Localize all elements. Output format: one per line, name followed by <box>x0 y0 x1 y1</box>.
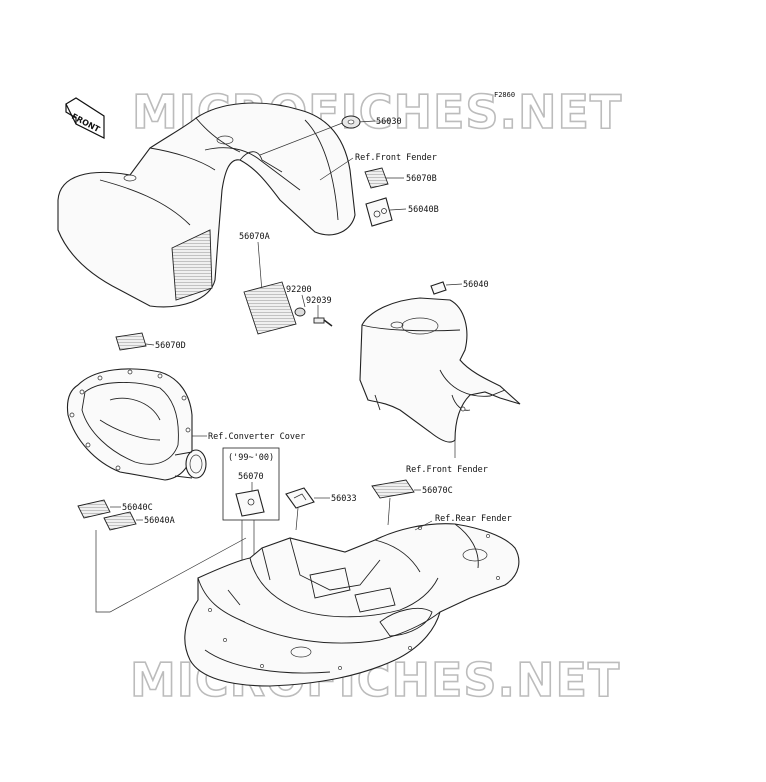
callout-56070b: 56070B <box>406 174 437 184</box>
callout-56070d: 56070D <box>155 341 186 351</box>
callout-92200: 92200 <box>286 285 312 295</box>
front-fender-mid <box>359 297 521 443</box>
converter-cover <box>66 368 207 481</box>
callout-56040: 56040 <box>463 280 489 290</box>
callout-ref-front-fender-mid: Ref.Front Fender <box>406 465 488 475</box>
callout-56033: 56033 <box>331 494 357 504</box>
callout-56040b: 56040B <box>408 205 439 215</box>
label-56040a <box>103 511 137 531</box>
washer-92200 <box>294 307 306 317</box>
label-56070 <box>235 489 265 517</box>
front-arrow-icon: FRONT <box>65 97 105 139</box>
label-56070b <box>364 167 389 189</box>
label-56040c <box>77 499 111 519</box>
callout-56040c: 56040C <box>122 503 153 513</box>
callout-56070a: 56070A <box>239 232 270 242</box>
label-56070d <box>115 332 147 351</box>
label-56070a <box>243 281 297 335</box>
callout-ref-rear-fender: Ref.Rear Fender <box>435 514 512 524</box>
rear-fender <box>184 523 520 687</box>
callout-ref-front-fender-top: Ref.Front Fender <box>355 153 437 163</box>
bracket-56040 <box>95 530 247 613</box>
callout-92039: 92039 <box>306 296 332 306</box>
callout-56040a: 56040A <box>144 516 175 526</box>
callout-ref-converter-cover: Ref.Converter Cover <box>208 432 305 442</box>
date-range-label: ('99~'00) <box>228 453 274 463</box>
callout-56070: 56070 <box>238 472 264 482</box>
label-56070c <box>371 479 415 499</box>
label-56040 <box>430 281 447 295</box>
rivet-92039 <box>313 317 333 327</box>
front-fender-top <box>57 102 356 308</box>
leaders-top <box>257 120 407 318</box>
diagram-code: F2860 <box>494 91 515 99</box>
callout-56070c: 56070C <box>422 486 453 496</box>
label-56040b <box>365 197 393 227</box>
label-56033 <box>285 487 315 509</box>
callout-56030: 56030 <box>376 117 402 127</box>
